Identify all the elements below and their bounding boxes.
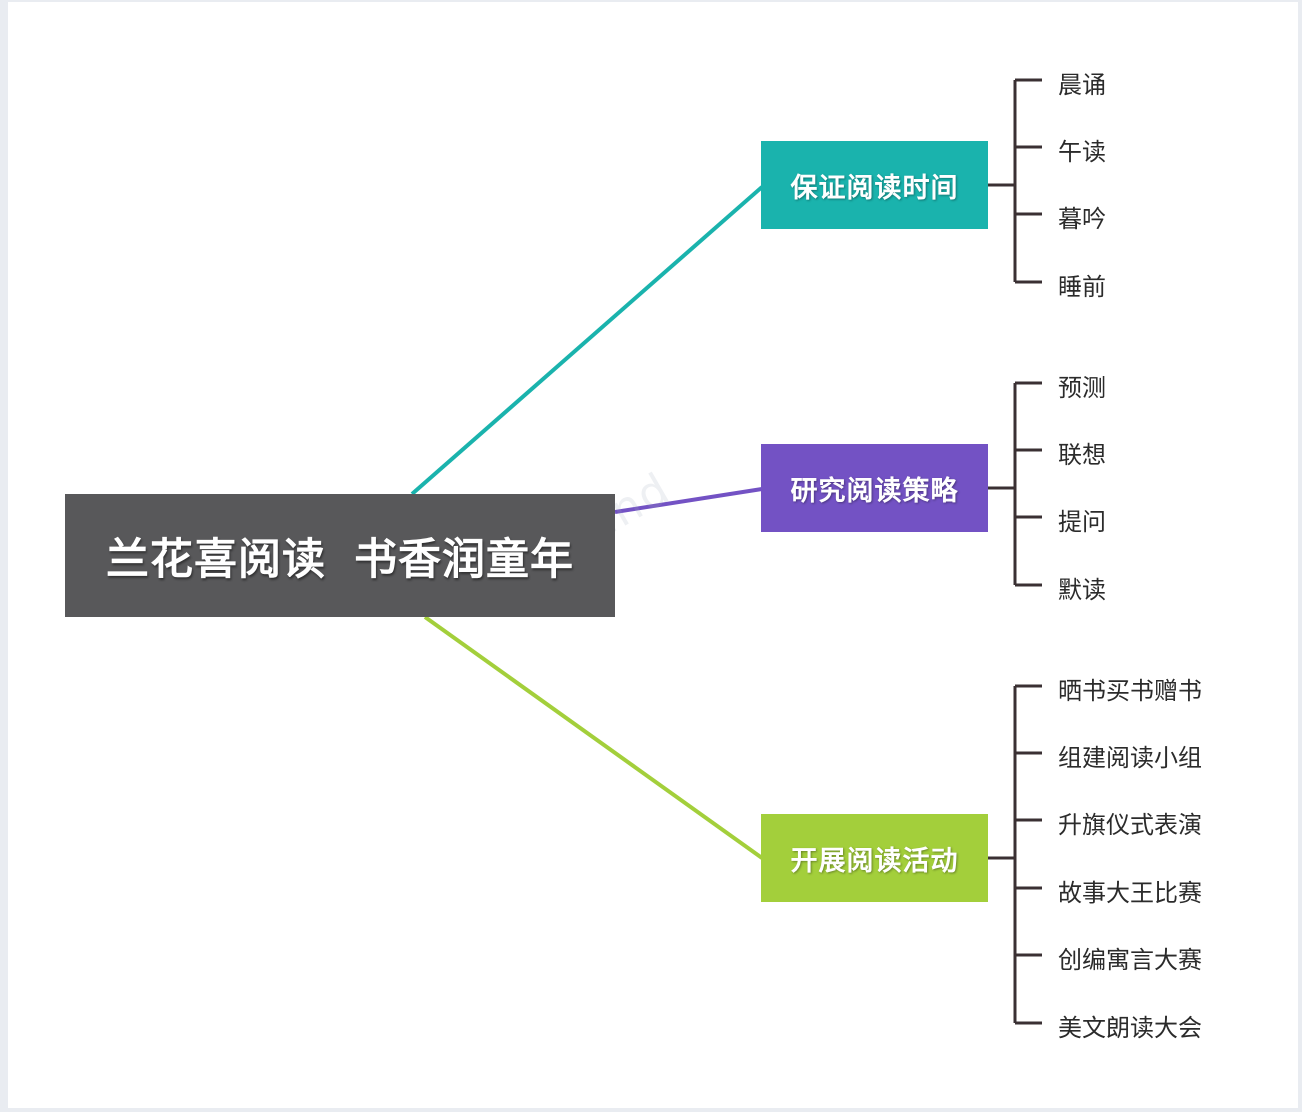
- root-title-part1: 兰花喜阅读: [106, 534, 326, 585]
- branch-label: 保证阅读时间: [790, 172, 959, 204]
- leaf-topic[interactable]: 联想: [1058, 441, 1106, 469]
- leaf-topic[interactable]: 暮吟: [1058, 205, 1106, 233]
- leaf-topic[interactable]: 美文朗读大会: [1058, 1014, 1202, 1042]
- leaf-topic[interactable]: 默读: [1058, 576, 1106, 604]
- root-topic[interactable]: 兰花喜阅读 书香润童年: [65, 494, 615, 617]
- leaf-topic[interactable]: 睡前: [1058, 273, 1106, 301]
- leaf-topic[interactable]: 故事大王比赛: [1058, 879, 1202, 907]
- leaf-topic[interactable]: 提问: [1058, 508, 1106, 536]
- branch-topic-reading-activities[interactable]: 开展阅读活动: [761, 814, 988, 902]
- leaf-topic[interactable]: 晨诵: [1058, 71, 1106, 99]
- leaf-topic[interactable]: 组建阅读小组: [1058, 744, 1202, 772]
- leaf-topic[interactable]: 创编寓言大赛: [1058, 946, 1202, 974]
- branch-label: 研究阅读策略: [790, 475, 959, 507]
- leaf-topic[interactable]: 升旗仪式表演: [1058, 811, 1202, 839]
- leaf-topic[interactable]: 午读: [1058, 138, 1106, 166]
- branch-topic-reading-time[interactable]: 保证阅读时间: [761, 141, 988, 229]
- branch-topic-reading-strategy[interactable]: 研究阅读策略: [761, 444, 988, 532]
- branch-label: 开展阅读活动: [790, 845, 959, 877]
- root-title-part2: 书香润童年: [354, 534, 574, 585]
- leaf-topic[interactable]: 预测: [1058, 374, 1106, 402]
- leaf-topic[interactable]: 晒书买书赠书: [1058, 677, 1202, 705]
